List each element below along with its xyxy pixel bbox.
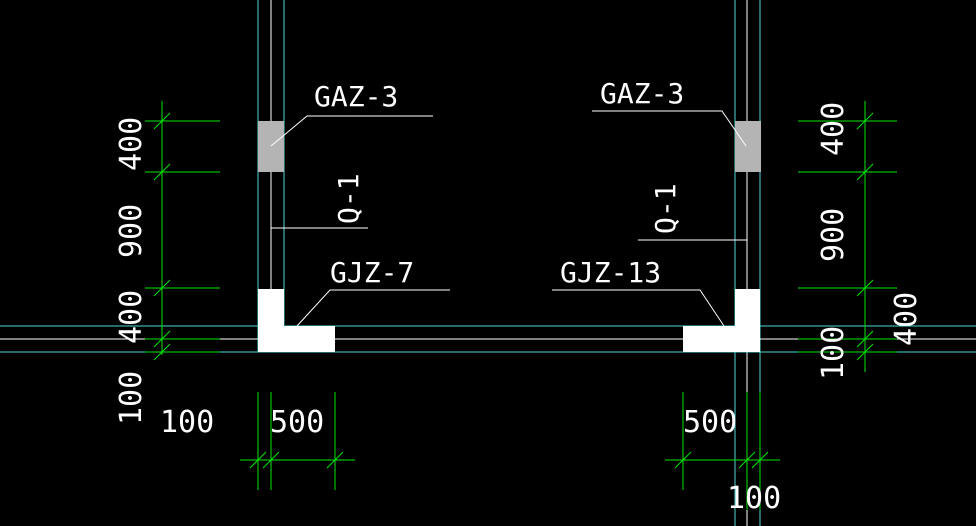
dim-left-100-vertical: 100 xyxy=(114,371,149,425)
wall-label-right: Q-1 xyxy=(649,183,682,234)
gaz-column-right xyxy=(735,121,761,172)
left-bottom-dimension-chain xyxy=(240,392,355,490)
gaz-label-left: GAZ-3 xyxy=(314,80,398,113)
gaz-column-left xyxy=(258,121,284,172)
wall-label-left: Q-1 xyxy=(332,173,365,224)
dim-right-500: 500 xyxy=(683,405,737,440)
leader-lines xyxy=(270,110,747,327)
gjz-label-left: GJZ-7 xyxy=(330,256,414,289)
dim-left-400-bottom: 400 xyxy=(114,290,149,344)
gaz-label-right: GAZ-3 xyxy=(600,77,684,110)
left-dimension-chain xyxy=(145,101,220,361)
right-dimension-chain xyxy=(798,101,897,372)
dim-left-900: 900 xyxy=(114,204,149,258)
gjz-column-right xyxy=(683,289,760,352)
right-bottom-dimension-chain xyxy=(665,392,780,510)
dim-right-100-horizontal: 100 xyxy=(727,481,781,516)
dim-left-500: 500 xyxy=(270,405,324,440)
gjz-label-right: GJZ-13 xyxy=(560,256,661,289)
dim-left-100-horizontal: 100 xyxy=(160,405,214,440)
dim-right-400-bottom: 400 xyxy=(889,292,924,346)
dim-right-400-top: 400 xyxy=(816,102,851,156)
dim-right-100-vertical: 100 xyxy=(816,326,851,380)
gjz-column-left xyxy=(258,289,335,352)
dim-left-400-top: 400 xyxy=(114,117,149,171)
dim-right-900: 900 xyxy=(816,208,851,262)
